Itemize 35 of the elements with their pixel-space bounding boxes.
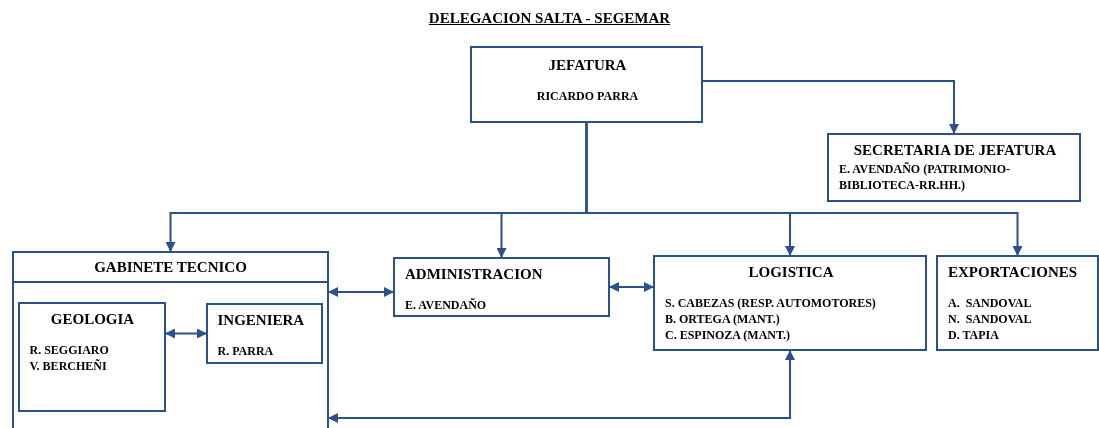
unit-heading: INGENIERA xyxy=(217,310,306,329)
unit-box xyxy=(17,301,166,412)
unit-heading: GEOLOGIA xyxy=(49,309,136,328)
group-box xyxy=(12,251,329,428)
staff-name: N. SANDOVAL xyxy=(948,311,1033,327)
unit-heading: LOGISTICA xyxy=(747,263,835,281)
unit-box xyxy=(470,46,703,123)
staff-name: E. AVENDAÑO xyxy=(405,297,488,313)
unit-box xyxy=(205,302,323,364)
unit-box xyxy=(936,255,1099,351)
connector-arrow xyxy=(585,122,1023,256)
staff-name: A. SANDOVAL xyxy=(948,295,1033,311)
staff-name: C. ESPINOZA (MANT.) xyxy=(665,327,792,343)
connector-arrow xyxy=(328,350,795,423)
group-heading: GABINETE TECNICO xyxy=(14,253,327,283)
staff-name: V. BERCHEÑI xyxy=(29,357,108,374)
unit-box xyxy=(653,255,927,351)
staff-name: R. SEGGIARO xyxy=(29,341,110,358)
staff-name: RICARDO PARRA xyxy=(535,88,640,104)
connector-arrow xyxy=(165,328,207,339)
chart-title: DELEGACION SALTA - SEGEMAR xyxy=(427,10,672,27)
connector-arrow xyxy=(609,282,654,292)
connector-arrow xyxy=(702,80,959,134)
unit-box xyxy=(393,257,610,317)
staff-name: B. ORTEGA (MANT.) xyxy=(665,311,781,327)
unit-heading: EXPORTACIONES xyxy=(948,263,1079,281)
staff-name: E. AVENDAÑO (PATRIMONIO-BIBLIOTECA-RR.HH.) xyxy=(839,161,1011,193)
staff-name: S. CABEZAS (RESP. AUTOMOTORES) xyxy=(665,295,877,311)
unit-heading: ADMINISTRACION xyxy=(405,265,544,283)
staff-name: D. TAPIA xyxy=(948,327,1000,343)
unit-heading: JEFATURA xyxy=(547,56,628,74)
unit-heading: SECRETARIA DE JEFATURA xyxy=(852,141,1058,159)
staff-name: R. PARRA xyxy=(217,342,275,359)
unit-box xyxy=(827,133,1081,202)
connector-arrow xyxy=(328,287,394,297)
